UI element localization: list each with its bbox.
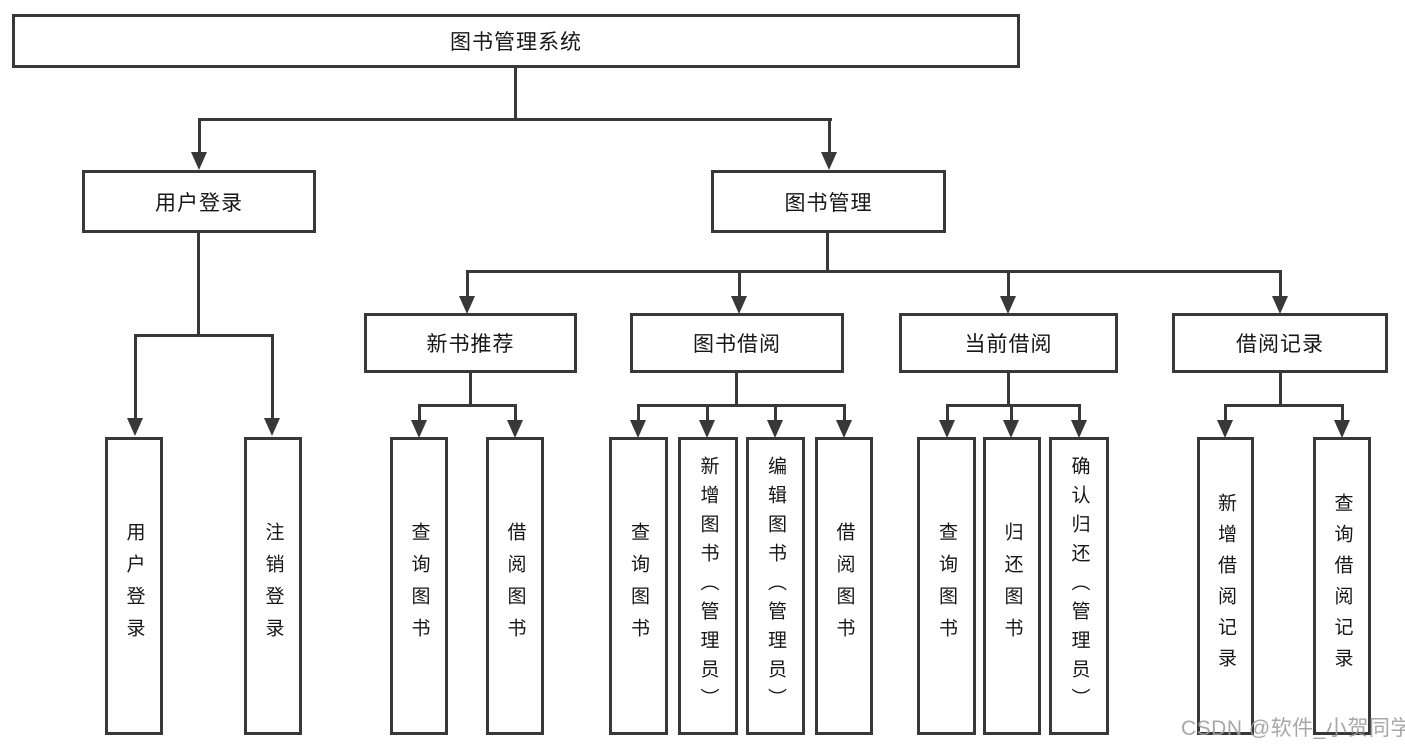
connector-group-hline (637, 404, 846, 407)
node-leaf-borrow-books: 借阅图书 (486, 437, 544, 735)
arrow-down-icon (630, 420, 646, 438)
connector-group-stem (1279, 373, 1282, 407)
node-label: 新增图书（管理员） (697, 455, 719, 717)
node-root-book-management-system: 图书管理系统 (12, 14, 1020, 68)
connector-book-mgmt-hline (466, 270, 1282, 273)
node-new-book-recommend: 新书推荐 (364, 313, 577, 373)
connector-to-leaf (514, 404, 517, 422)
connector-to-leaf (706, 404, 709, 422)
node-label: 用户登录 (155, 191, 243, 215)
node-label: 归还图书 (1001, 522, 1023, 650)
node-label: 借阅图书 (504, 522, 526, 650)
node-current-borrowing: 当前借阅 (899, 313, 1118, 373)
node-leaf-edit-book-admin: 编辑图书（管理员） (746, 437, 805, 735)
connector-to-leaf (1010, 404, 1013, 422)
node-label: 当前借阅 (964, 333, 1053, 356)
connector-group-stem (469, 373, 472, 407)
node-leaf-query-books: 查询图书 (609, 437, 668, 735)
node-label: 用户登录 (123, 522, 145, 650)
node-user-login: 用户登录 (82, 170, 316, 233)
connector-to-borrow-record (1279, 270, 1282, 298)
arrow-down-icon (411, 420, 427, 438)
node-label: 借阅记录 (1236, 333, 1324, 356)
arrow-down-icon (264, 418, 280, 436)
arrow-down-icon (459, 296, 475, 314)
arrow-down-icon (699, 420, 715, 438)
node-label: 确认归还（管理员） (1068, 455, 1090, 717)
connector-to-leaf (1224, 404, 1227, 422)
node-leaf-query-books: 查询图书 (390, 437, 448, 735)
connector-to-book-borrow (738, 270, 741, 298)
connector-user-login-stem (197, 233, 200, 337)
connector-to-leaf (1341, 404, 1344, 422)
connector-to-leaf (418, 404, 421, 422)
connector-to-leaf (271, 334, 274, 420)
node-leaf-user-login: 用户登录 (105, 437, 163, 735)
arrow-down-icon (836, 420, 852, 438)
arrow-down-icon (1217, 420, 1233, 438)
arrow-down-icon (127, 418, 143, 436)
node-borrowing-records: 借阅记录 (1172, 313, 1388, 373)
node-leaf-add-borrow-record: 新增借阅记录 (1197, 437, 1254, 735)
connector-user-login-hline (134, 334, 274, 337)
connector-to-current-borrow (1007, 270, 1010, 298)
connector-group-hline (1224, 404, 1344, 407)
node-label: 图书借阅 (693, 333, 781, 356)
arrow-down-icon (939, 420, 955, 438)
node-label: 查询图书 (628, 522, 649, 650)
node-leaf-borrow-books: 借阅图书 (815, 437, 873, 735)
connector-to-new-book (466, 270, 469, 298)
arrow-down-icon (1000, 296, 1016, 314)
connector-to-book-management (828, 118, 831, 154)
arrow-down-icon (1003, 420, 1019, 438)
arrow-down-icon (507, 420, 523, 438)
connector-root-stem (514, 68, 517, 120)
arrow-down-icon (1071, 420, 1087, 438)
connector-group-stem (735, 373, 738, 407)
node-label: 借阅图书 (833, 522, 855, 650)
node-label: 查询借阅记录 (1331, 493, 1353, 679)
arrow-down-icon (767, 420, 783, 438)
arrow-down-icon (1334, 420, 1350, 438)
connector-group-hline (946, 404, 1081, 407)
connector-group-stem (1007, 373, 1010, 407)
connector-root-hline (198, 118, 832, 121)
node-book-management: 图书管理 (711, 170, 946, 233)
node-label: 新书推荐 (426, 333, 515, 356)
node-leaf-confirm-return-admin: 确认归还（管理员） (1049, 437, 1109, 735)
node-leaf-query-books: 查询图书 (917, 437, 976, 735)
node-label: 编辑图书（管理员） (765, 455, 786, 717)
arrow-down-icon (821, 152, 837, 170)
connector-to-leaf (774, 404, 777, 422)
connector-to-leaf (637, 404, 640, 422)
node-leaf-return-book: 归还图书 (983, 437, 1041, 735)
arrow-down-icon (1272, 296, 1288, 314)
node-label: 查询图书 (936, 522, 957, 650)
node-label: 图书管理 (784, 191, 873, 215)
node-label: 图书管理系统 (450, 31, 582, 54)
node-leaf-query-borrow-record: 查询借阅记录 (1313, 437, 1371, 735)
node-label: 注销登录 (262, 522, 284, 650)
connector-to-user-login (198, 118, 201, 154)
connector-group-hline (418, 404, 517, 407)
csdn-watermark: CSDN @软件_小贺同学 (1181, 717, 1405, 740)
connector-book-mgmt-stem (826, 233, 829, 273)
arrow-down-icon (731, 296, 747, 314)
connector-to-leaf (843, 404, 846, 422)
connector-to-leaf (946, 404, 949, 422)
node-book-borrowing: 图书借阅 (630, 313, 844, 373)
node-leaf-add-book-admin: 新增图书（管理员） (678, 437, 738, 735)
connector-to-leaf (1078, 404, 1081, 422)
connector-to-leaf (134, 334, 137, 420)
arrow-down-icon (191, 152, 207, 170)
node-label: 查询图书 (408, 522, 430, 650)
node-leaf-logout: 注销登录 (244, 437, 302, 735)
node-label: 新增借阅记录 (1215, 493, 1236, 679)
